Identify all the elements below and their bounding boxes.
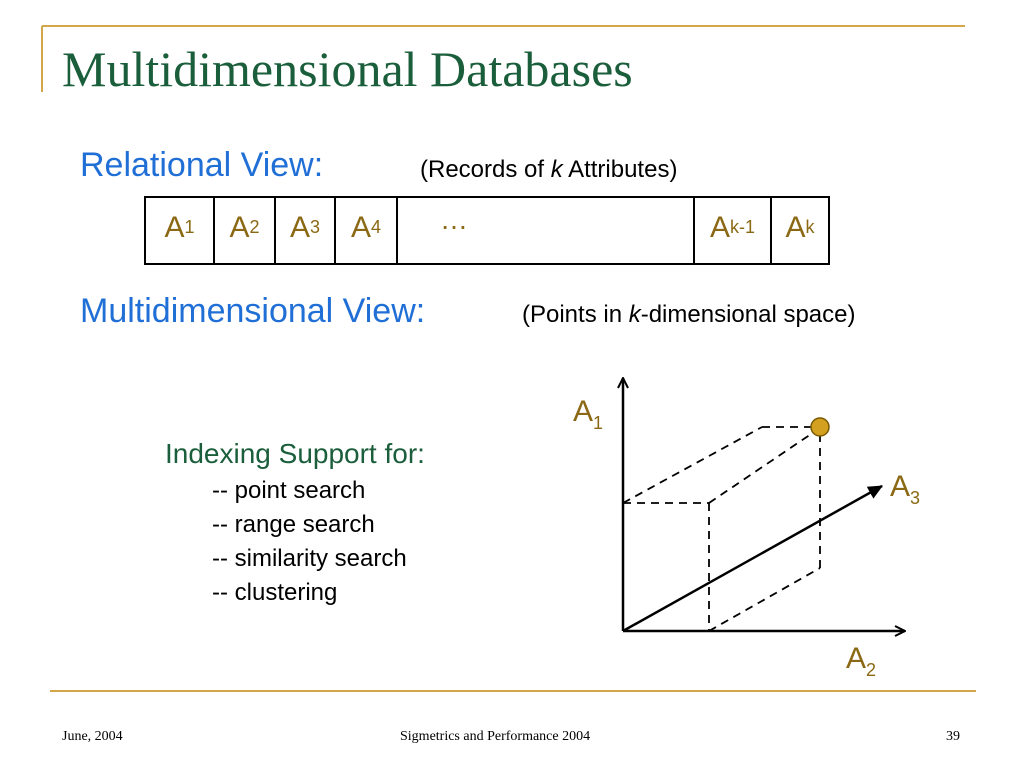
list-item: -- clustering <box>212 579 338 606</box>
page-title: Multidimensional Databases <box>62 41 633 97</box>
list-item: -- point search <box>212 477 366 504</box>
projection-box-dashed <box>622 426 821 632</box>
multidimensional-view-note: (Points in k-dimensional space) <box>522 301 856 328</box>
record-cell-ellipsis: … <box>398 198 695 263</box>
list-item: -- similarity search <box>212 545 407 572</box>
axis-a2-label: A2 <box>846 642 877 680</box>
footer-date: June, 2004 <box>62 729 123 744</box>
footer-divider <box>50 690 976 692</box>
axis-a3-line <box>622 484 883 633</box>
multidimensional-view-heading: Multidimensional View: <box>80 292 426 330</box>
axis-a3-label: A3 <box>890 470 921 508</box>
relational-view-note: (Records of k Attributes) <box>420 156 678 183</box>
relational-view-heading: Relational View: <box>80 146 324 184</box>
indexing-support-heading: Indexing Support for: <box>165 438 425 469</box>
list-item: -- range search <box>212 511 375 538</box>
slide-accent-frame <box>41 25 965 92</box>
data-point-marker <box>810 417 830 437</box>
axis-a1-label: A1 <box>573 395 604 433</box>
indexing-support-list: -- point search -- range search -- simil… <box>212 474 407 610</box>
page-number: 39 <box>946 729 960 744</box>
footer-center-text: Sigmetrics and Performance 2004 <box>400 729 591 744</box>
